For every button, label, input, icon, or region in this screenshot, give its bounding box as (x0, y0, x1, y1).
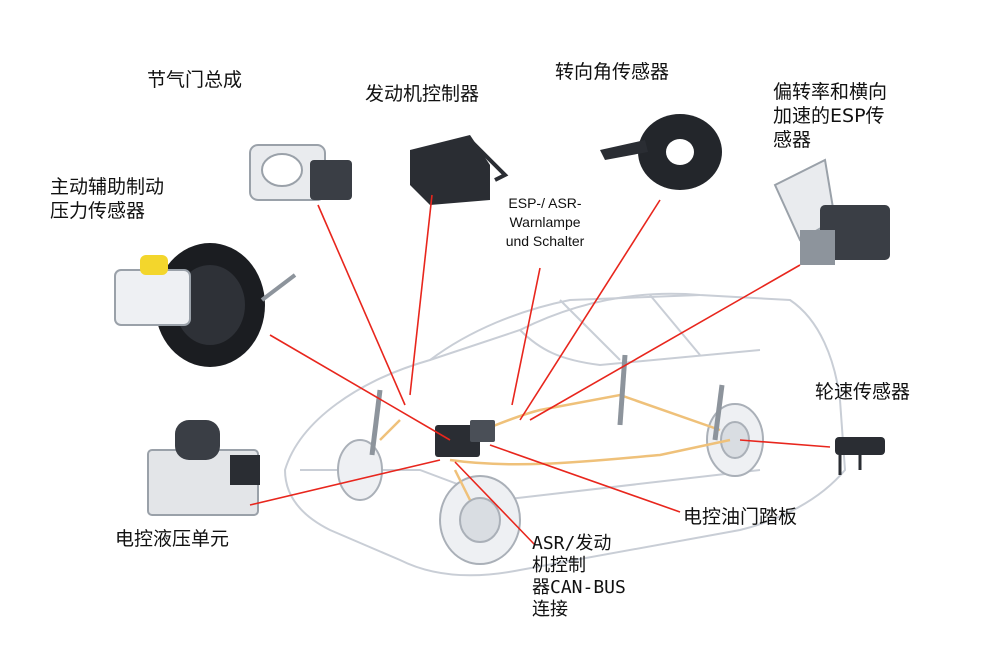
engine-ecu-image (410, 135, 509, 205)
steering-angle-sensor-image (600, 114, 722, 190)
label-yaw-sensor: 偏转率和横向 加速的ESP传 感器 (773, 81, 888, 151)
label-hydraulic-unit: 电控液压单元 (115, 528, 230, 550)
label-can-bus: ASR/发动 机控制 器CAN-BUS 连接 (532, 533, 626, 620)
brake-booster-image (114, 243, 297, 367)
suspension-struts (369, 354, 725, 456)
abs-unit-on-car (435, 420, 495, 457)
label-wheel-speed: 轮速传感器 (815, 381, 911, 403)
label-steering-angle: 转向角传感器 (555, 61, 670, 83)
wheels (337, 403, 764, 565)
label-engine-ecu: 发动机控制器 (365, 83, 480, 105)
label-accel-pedal: 电控油门踏板 (683, 506, 798, 528)
brake-lines (379, 393, 731, 501)
label-warn-lamp: ESP-/ ASR- Warnlampe und Schalter (505, 195, 585, 249)
yaw-rate-sensor-image (773, 158, 890, 265)
wheel-speed-sensor-image (835, 437, 885, 475)
throttle-body-image (249, 144, 352, 201)
label-brake-booster: 主动辅助制动 压力传感器 (50, 176, 165, 222)
hydraulic-unit-image (147, 420, 260, 516)
leader-lines (249, 194, 831, 546)
label-throttle: 节气门总成 (147, 69, 243, 91)
